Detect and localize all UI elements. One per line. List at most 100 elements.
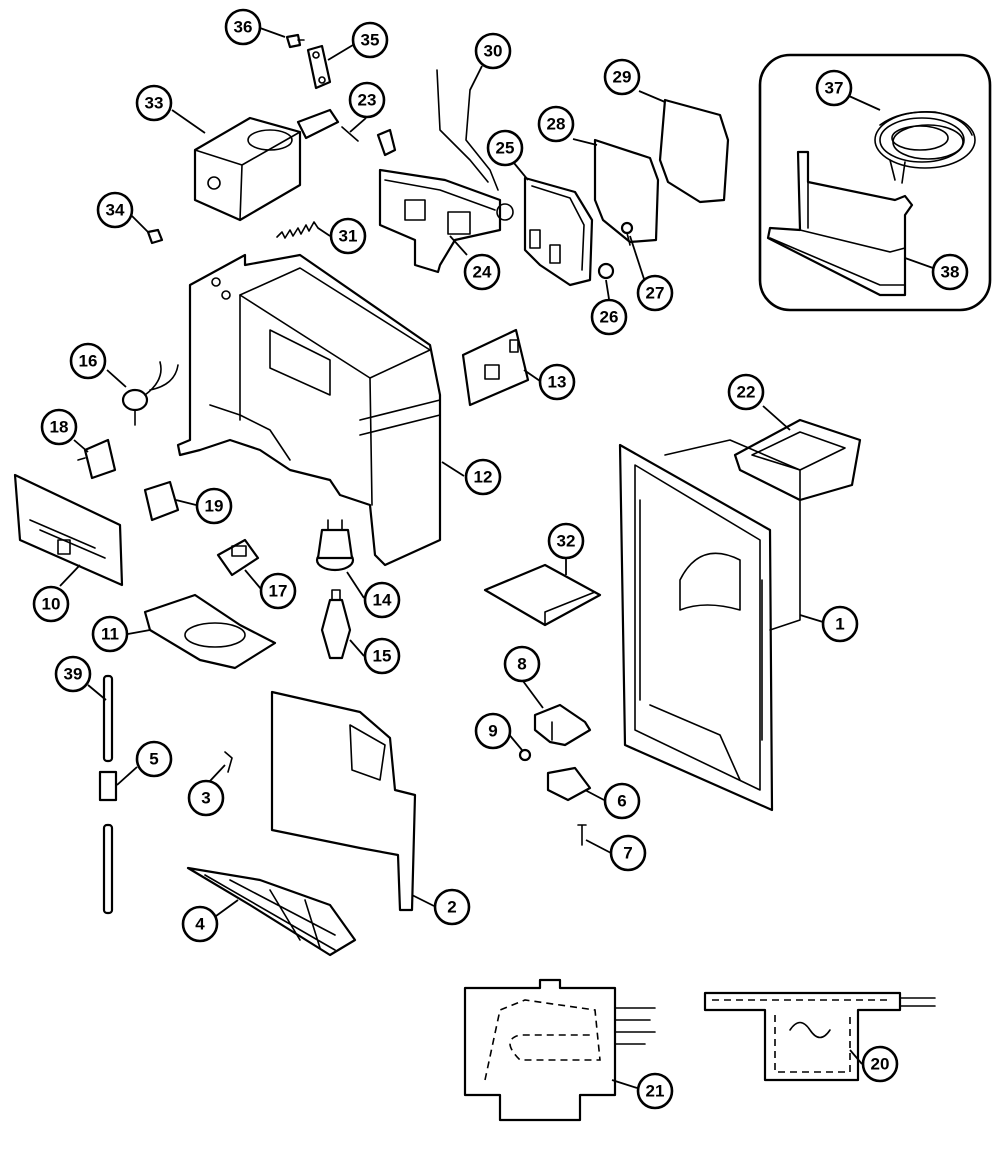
callout-15: 15 (363, 637, 401, 675)
part-21-heater-assembly (463, 978, 656, 1122)
svg-text:8: 8 (517, 655, 526, 674)
svg-text:20: 20 (871, 1055, 890, 1074)
part-8-bracket (533, 703, 592, 747)
part-25-cover (523, 176, 594, 287)
svg-text:14: 14 (373, 591, 392, 610)
svg-text:17: 17 (269, 582, 288, 601)
svg-text:16: 16 (79, 352, 98, 371)
svg-text:23: 23 (358, 91, 377, 110)
callout-39: 39 (54, 655, 92, 693)
part-33-solenoid (193, 108, 340, 222)
callout-5: 5 (135, 740, 173, 778)
callout-26: 26 (590, 298, 628, 336)
callout-6: 6 (603, 782, 641, 820)
svg-text:26: 26 (600, 308, 619, 327)
svg-text:36: 36 (234, 18, 253, 37)
part-32-plate (483, 563, 602, 627)
callout-34: 34 (96, 191, 134, 229)
svg-text:15: 15 (373, 647, 392, 666)
svg-text:39: 39 (64, 665, 83, 684)
leader-lines (59, 27, 863, 1089)
part-35-link (306, 44, 332, 90)
svg-text:18: 18 (50, 418, 69, 437)
part-1-dispenser-housing (618, 439, 801, 812)
part-26-knob (597, 262, 615, 280)
part-28-gasket (593, 138, 660, 244)
callout-19: 19 (195, 487, 233, 525)
callout-37: 37 (815, 69, 853, 107)
callout-11: 11 (91, 615, 129, 653)
callout-23: 23 (348, 81, 386, 119)
part-7-screw (577, 824, 587, 846)
part-4-grille (186, 866, 357, 957)
callout-31: 31 (329, 217, 367, 255)
svg-text:1: 1 (835, 615, 844, 634)
svg-text:22: 22 (737, 383, 756, 402)
callout-28: 28 (537, 105, 575, 143)
svg-text:13: 13 (548, 373, 567, 392)
svg-text:27: 27 (646, 284, 665, 303)
part-5-tube-fitting (98, 770, 118, 802)
part-22-ice-chute (733, 418, 862, 502)
part-30-wire (436, 69, 499, 191)
svg-text:3: 3 (201, 789, 210, 808)
svg-text:32: 32 (557, 532, 576, 551)
part-38-mounting-bracket (766, 150, 914, 297)
part-12-main-housing (176, 253, 442, 567)
part-37-wire-harness-coil (874, 110, 976, 184)
part-16-thermostat (121, 361, 179, 426)
svg-text:21: 21 (646, 1082, 665, 1101)
svg-text:12: 12 (474, 468, 493, 487)
callout-20: 20 (861, 1045, 899, 1083)
part-24-actuator-assembly (376, 128, 514, 274)
svg-text:19: 19 (205, 497, 224, 516)
part-11-drip-tray (143, 593, 277, 670)
callout-7: 7 (609, 834, 647, 872)
part-9-screw (518, 748, 532, 762)
part-3-screw (224, 751, 233, 773)
part-39-tube-lower (102, 823, 114, 915)
part-27-screw (620, 221, 634, 246)
part-36-screw (285, 33, 305, 49)
callout-17: 17 (259, 572, 297, 610)
part-13-control-board (461, 328, 530, 407)
svg-text:38: 38 (941, 263, 960, 282)
part-39-tube (102, 674, 114, 763)
svg-text:31: 31 (339, 227, 358, 246)
callout-14: 14 (363, 581, 401, 619)
part-2-cover-panel (270, 690, 417, 912)
part-23-pin (341, 126, 359, 142)
part-29-gasket (658, 98, 730, 204)
svg-text:33: 33 (145, 94, 164, 113)
callout-21: 21 (636, 1072, 674, 1110)
callout-10: 10 (32, 585, 70, 623)
svg-text:30: 30 (484, 42, 503, 61)
part-10-panel (13, 473, 124, 587)
callout-8: 8 (503, 645, 541, 683)
callout-13: 13 (538, 363, 576, 401)
svg-text:34: 34 (106, 201, 125, 220)
callout-33: 33 (135, 84, 173, 122)
callout-30: 30 (474, 32, 512, 70)
callout-32: 32 (547, 522, 585, 560)
callout-38: 38 (931, 253, 969, 291)
callout-29: 29 (603, 58, 641, 96)
callout-12: 12 (464, 458, 502, 496)
part-31-spring (276, 221, 319, 239)
part-14-lamp-socket (315, 519, 355, 572)
part-20-heater (703, 991, 936, 1082)
svg-text:5: 5 (149, 750, 158, 769)
part-18-switch (77, 438, 117, 480)
callout-9: 9 (474, 712, 512, 750)
part-17-rocker-switch (216, 538, 260, 577)
callout-2: 2 (433, 888, 471, 926)
callout-24: 24 (463, 253, 501, 291)
svg-text:25: 25 (496, 139, 515, 158)
callout-bubbles: 1 2 3 4 5 6 7 8 9 10 11 12 13 14 15 16 1… (32, 8, 969, 1110)
svg-text:24: 24 (473, 263, 492, 282)
part-15-light-bulb (320, 589, 352, 660)
svg-text:11: 11 (101, 625, 119, 644)
svg-text:29: 29 (613, 68, 632, 87)
callout-22: 22 (727, 373, 765, 411)
